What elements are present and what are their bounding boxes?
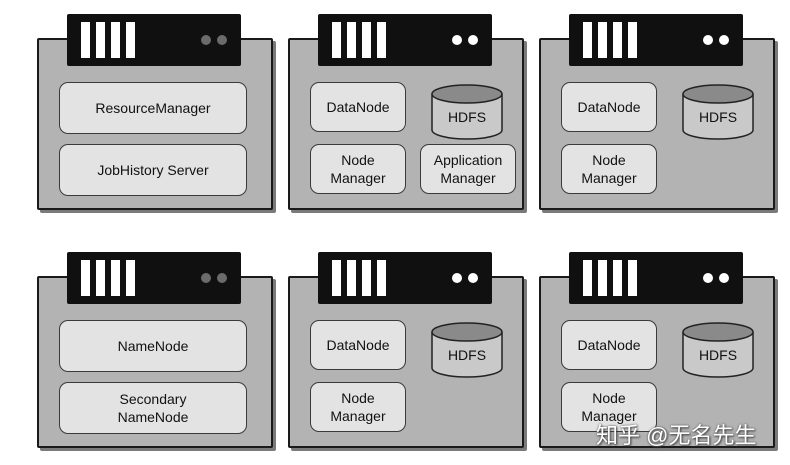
status-led-icon <box>201 35 211 45</box>
status-led-icon <box>719 273 729 283</box>
status-led-icon <box>452 273 462 283</box>
server-datanode: DataNode HDFS Node Manager <box>539 252 775 452</box>
server-top-bar <box>67 14 241 66</box>
nodemanager-box: Node Manager <box>561 144 657 194</box>
status-led-icon <box>719 35 729 45</box>
datanode-box: DataNode <box>561 82 657 132</box>
status-led-icon <box>703 35 713 45</box>
server-chassis: ResourceManager JobHistory Server <box>37 38 273 210</box>
server-chassis: DataNode HDFS Node Manager <box>288 276 524 448</box>
server-chassis: DataNode HDFS Node Manager Application M… <box>288 38 524 210</box>
status-led-icon <box>468 35 478 45</box>
hdfs-disk-icon: HDFS <box>430 83 504 141</box>
server-chassis: DataNode HDFS Node Manager <box>539 276 775 448</box>
hdfs-disk-icon: HDFS <box>681 321 755 379</box>
server-top-bar <box>569 14 743 66</box>
resourcemanager-box: ResourceManager <box>59 82 247 134</box>
datanode-box: DataNode <box>561 320 657 370</box>
server-top-bar <box>318 252 492 304</box>
server-top-bar <box>67 252 241 304</box>
status-led-icon <box>217 35 227 45</box>
watermark-text: 知乎 @无名先生 <box>596 423 757 448</box>
hdfs-label: HDFS <box>447 109 487 125</box>
server-datanode-appmanager: DataNode HDFS Node Manager Application M… <box>288 14 524 214</box>
server-namenode: NameNode Secondary NameNode <box>37 252 273 452</box>
hdfs-label: HDFS <box>698 109 738 125</box>
hdfs-label: HDFS <box>447 347 487 363</box>
status-led-icon <box>703 273 713 283</box>
hdfs-label: HDFS <box>698 347 738 363</box>
hdfs-disk-icon: HDFS <box>430 321 504 379</box>
application-manager-box: Application Manager <box>420 144 516 194</box>
namenode-box: NameNode <box>59 320 247 372</box>
hdfs-disk-icon: HDFS <box>681 83 755 141</box>
status-led-icon <box>201 273 211 283</box>
jobhistory-server-box: JobHistory Server <box>59 144 247 196</box>
server-datanode: DataNode HDFS Node Manager <box>288 252 524 452</box>
datanode-box: DataNode <box>310 82 406 132</box>
server-chassis: NameNode Secondary NameNode <box>37 276 273 448</box>
secondary-namenode-box: Secondary NameNode <box>59 382 247 434</box>
nodemanager-box: Node Manager <box>561 382 657 432</box>
nodemanager-box: Node Manager <box>310 144 406 194</box>
server-chassis: DataNode HDFS Node Manager <box>539 38 775 210</box>
datanode-box: DataNode <box>310 320 406 370</box>
server-top-bar <box>318 14 492 66</box>
server-resourcemanager: ResourceManager JobHistory Server <box>37 14 273 214</box>
status-led-icon <box>217 273 227 283</box>
server-datanode: DataNode HDFS Node Manager <box>539 14 775 214</box>
server-top-bar <box>569 252 743 304</box>
status-led-icon <box>452 35 462 45</box>
nodemanager-box: Node Manager <box>310 382 406 432</box>
status-led-icon <box>468 273 478 283</box>
